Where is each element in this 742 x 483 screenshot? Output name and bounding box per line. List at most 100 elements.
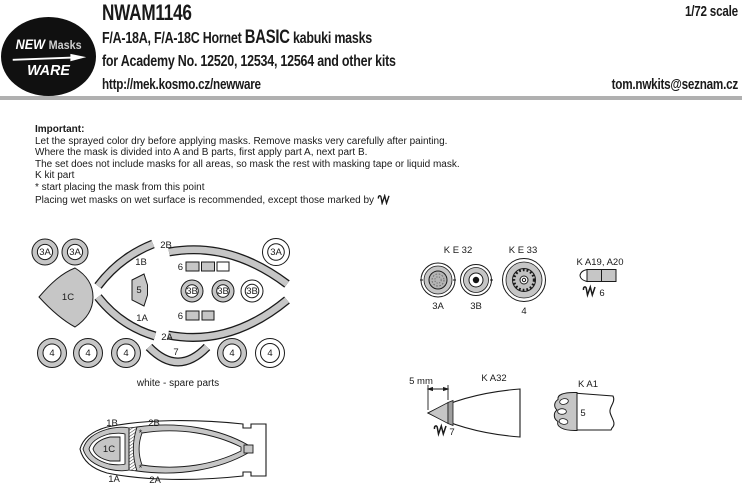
instructions-heading: Important: <box>35 124 85 135</box>
instruction-line: Let the sprayed color dry before applyin… <box>35 135 448 147</box>
start-point-star: * <box>139 463 143 474</box>
svg-text:6: 6 <box>178 311 183 322</box>
label-2a: 2A <box>161 332 173 343</box>
mask-sheet-diagram: 3A 3A 3A 1C 5 <box>31 238 290 389</box>
svg-text:3A: 3A <box>69 247 81 258</box>
mask-6-squares-top: 6 <box>178 261 230 273</box>
mask-3a-circle: 3A <box>31 238 59 266</box>
logo-ware: WARE <box>27 61 70 79</box>
wave-icon <box>377 194 390 205</box>
svg-text:4: 4 <box>85 348 90 359</box>
ka1-title: K A1 <box>578 379 598 390</box>
mask-4-spare-circle: 4 <box>255 338 285 368</box>
canopy-1c-mask <box>92 436 121 462</box>
svg-text:4: 4 <box>267 348 272 359</box>
ka32-radome-shape <box>426 388 521 438</box>
label-1a: 1A <box>136 313 148 324</box>
mask-4-circle: 4 <box>217 338 247 368</box>
svg-text:4: 4 <box>49 348 54 359</box>
title-plane: F/A-18A, F/A-18C Hornet <box>102 30 245 47</box>
scale-note: 1/72 scale <box>685 3 738 20</box>
kit-title: F/A-18A, F/A-18C Hornet BASIC kabuki mas… <box>102 27 448 49</box>
svg-text:3B: 3B <box>246 286 258 297</box>
label-2b: 2B <box>148 418 160 429</box>
logo-line-1: NEW Masks <box>16 37 82 52</box>
mask-3b-circle: 3B <box>180 279 204 303</box>
nose-exhaust-diagram: 5 mm K A32 7 K A1 5 <box>409 373 615 438</box>
label-1b: 1B <box>106 418 118 429</box>
svg-text:3A: 3A <box>270 247 282 258</box>
mask-2b-band <box>168 245 290 288</box>
wheel-3b <box>460 264 493 296</box>
label-1c: 1C <box>103 444 115 455</box>
mask-2a-band <box>167 296 290 342</box>
ka1-part-label: 5 <box>580 408 585 419</box>
svg-text:7: 7 <box>173 347 178 358</box>
product-code: NWAM1146 <box>102 0 192 25</box>
svg-text:5: 5 <box>136 285 141 296</box>
ka19-part-label: 6 <box>599 288 604 299</box>
mask-3b-circle: 3B <box>211 279 235 303</box>
mask-4-circle: 4 <box>73 338 103 368</box>
instructions-block: Important: Let the sprayed color dry bef… <box>35 124 525 206</box>
tip-part-label: 7 <box>449 427 454 438</box>
title-basic: BASIC <box>244 27 290 48</box>
canopy-frame-band <box>132 424 249 474</box>
contact-email: tom.nwkits@seznam.cz <box>611 76 739 93</box>
wave-icon <box>433 423 447 437</box>
instruction-line: The set does not include masks for all a… <box>35 158 460 170</box>
website-url: http://mek.kosmo.cz/newware <box>102 76 261 93</box>
mask-1a-band <box>94 294 157 341</box>
mask-3a-spare-circle: 3A <box>262 238 290 266</box>
mask-1c-shape: 1C <box>38 267 94 328</box>
wheel-4-label: 4 <box>521 306 526 317</box>
wheel-3a <box>420 262 456 298</box>
logo-arrow-icon <box>12 53 86 61</box>
svg-text:3B: 3B <box>186 286 198 297</box>
instruction-line: K kit part <box>35 170 75 182</box>
title-suffix: kabuki masks <box>289 30 373 47</box>
ka32-title: K A32 <box>481 373 506 384</box>
label-1b: 1B <box>135 257 147 268</box>
mask-1b-band <box>94 239 155 289</box>
label-1a: 1A <box>108 474 120 483</box>
label-2b: 2B <box>160 240 172 251</box>
instruction-line: * start placing the mask from this point <box>35 181 205 193</box>
logo-masks: Masks <box>48 37 82 52</box>
newware-logo: NEW Masks WARE <box>1 17 96 96</box>
wheel-3b-label: 3B <box>470 301 482 312</box>
svg-text:1C: 1C <box>62 292 74 303</box>
spare-parts-caption: white - spare parts <box>136 378 219 389</box>
mask-3b-spare-circle: 3B <box>240 279 264 303</box>
dimension-lines <box>426 385 450 410</box>
label-2a: 2A <box>149 475 161 483</box>
ka19-part-shape <box>579 268 617 283</box>
mask-7-band: 7 <box>145 343 211 367</box>
wave-icon <box>582 284 596 298</box>
logo-new: NEW <box>15 35 45 52</box>
mask-3a-circle: 3A <box>61 238 89 266</box>
ka19-title: K A19, A20 <box>576 257 623 268</box>
svg-text:4: 4 <box>123 348 128 359</box>
svg-text:3B: 3B <box>217 286 229 297</box>
mask-4-circle: 4 <box>111 338 141 368</box>
canopy-rear-mask <box>243 444 254 454</box>
mask-6-squares-bottom: 6 <box>178 310 215 322</box>
header-divider <box>0 96 742 100</box>
mask-4-circle: 4 <box>37 338 67 368</box>
svg-text:4: 4 <box>229 348 234 359</box>
kit-subtitle: for Academy No. 12520, 12534, 12564 and … <box>102 53 396 70</box>
wheel-4 <box>502 258 546 302</box>
ke32-title: K E 32 <box>444 245 473 256</box>
instruction-line: Where the mask is divided into A and B p… <box>35 147 368 159</box>
ke33-title: K E 33 <box>509 245 538 256</box>
wheel-3a-label: 3A <box>432 301 444 312</box>
instruction-line: Placing wet masks on wet surface is reco… <box>35 194 525 207</box>
wheel-masks-diagram: K E 32 3A 3B K E 33 <box>420 245 624 317</box>
svg-text:3A: 3A <box>39 247 51 258</box>
start-point-star: * <box>139 428 143 439</box>
svg-text:6: 6 <box>178 262 183 273</box>
ka1-part-shape: 5 <box>553 391 615 432</box>
mask-5-shape: 5 <box>131 273 148 307</box>
